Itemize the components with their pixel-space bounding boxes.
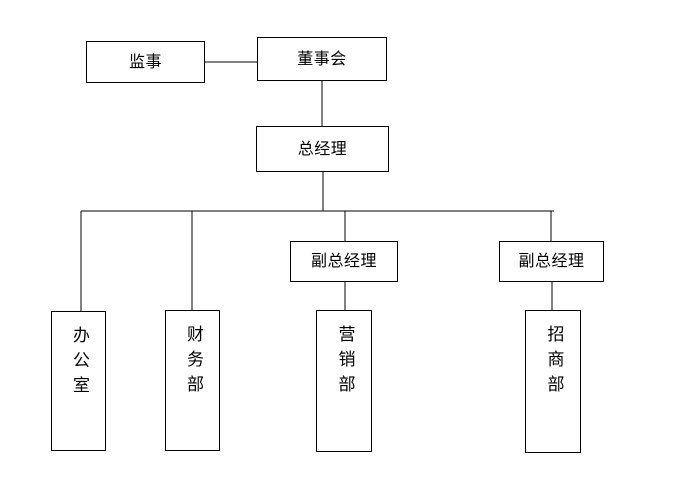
node-deputy-general-manager-2-label: 副总经理 [518,251,585,271]
node-deputy-general-manager-2[interactable]: 副总经理 [499,241,604,282]
node-general-manager[interactable]: 总经理 [256,126,389,172]
node-finance-department[interactable]: 财务部 [165,310,220,451]
node-marketing-department-label: 营销部 [334,325,355,400]
node-marketing-department[interactable]: 营销部 [316,310,372,452]
node-office[interactable]: 办公室 [51,311,106,451]
node-supervisor-label: 监事 [128,51,162,71]
node-investment-promotion-department-label: 招商部 [543,325,564,400]
node-investment-promotion-department[interactable]: 招商部 [525,310,581,453]
node-office-label: 办公室 [69,326,89,401]
node-deputy-general-manager-1-label: 副总经理 [310,251,377,271]
node-board-of-directors-label: 董事会 [297,48,347,68]
node-general-manager-label: 总经理 [297,138,348,158]
node-supervisor[interactable]: 监事 [86,41,205,83]
node-finance-department-label: 财务部 [183,325,203,400]
node-board-of-directors[interactable]: 董事会 [257,37,387,81]
node-deputy-general-manager-1[interactable]: 副总经理 [290,241,398,282]
